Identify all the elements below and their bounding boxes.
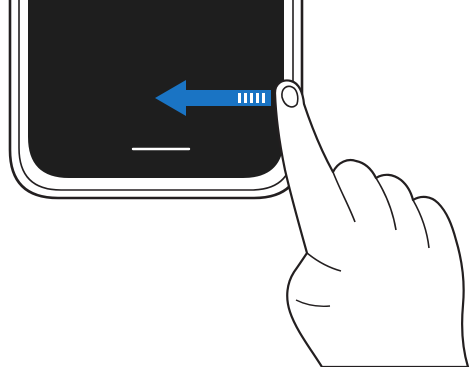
hand-outline	[275, 81, 468, 367]
pointing-finger-icon	[275, 81, 468, 367]
phone-screen	[28, 0, 284, 178]
